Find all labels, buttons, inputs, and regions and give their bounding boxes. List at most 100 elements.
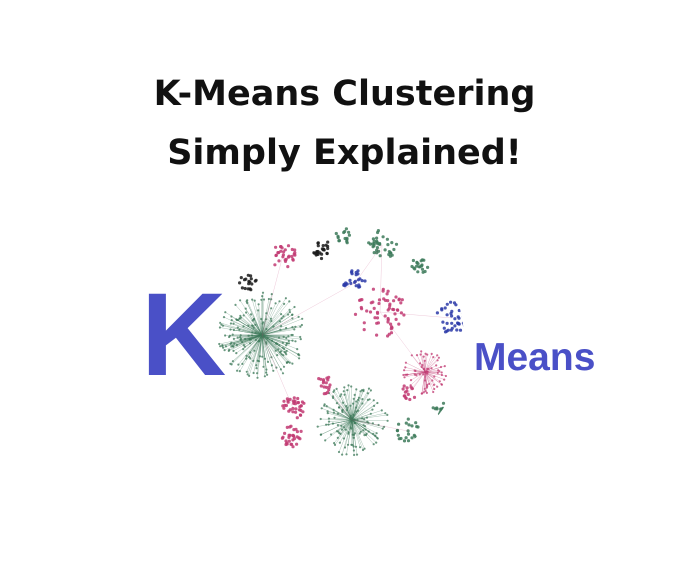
cluster-node <box>230 315 233 318</box>
cluster-edge <box>351 403 363 421</box>
cluster-node <box>397 422 401 426</box>
cluster-edge <box>261 334 281 353</box>
cluster-node <box>386 299 390 303</box>
cluster-node <box>376 229 380 233</box>
cluster-node <box>355 388 358 391</box>
cluster-edge <box>231 334 263 365</box>
cluster-edge <box>341 419 353 427</box>
cluster-node <box>265 318 268 321</box>
cluster-node <box>375 441 378 444</box>
cluster-node <box>349 417 352 420</box>
cluster-node <box>378 241 382 246</box>
cluster-edge <box>333 409 353 421</box>
cluster-node <box>389 251 393 255</box>
cluster-node <box>293 248 297 252</box>
cluster-node <box>428 382 431 385</box>
cluster-node <box>237 363 240 366</box>
cluster-node <box>278 320 282 323</box>
cluster-node <box>247 334 250 337</box>
cluster-node <box>375 432 378 435</box>
cluster-node <box>241 362 244 365</box>
cluster-node <box>239 299 242 302</box>
cluster-edge <box>351 414 388 421</box>
cluster-edge <box>261 308 272 336</box>
cluster-node <box>346 408 349 412</box>
cluster-node <box>444 374 447 378</box>
cluster-node <box>299 429 303 433</box>
cluster-link <box>324 384 353 421</box>
cluster-edge <box>261 334 277 368</box>
cluster-edge <box>261 303 276 336</box>
cluster-node <box>386 318 390 322</box>
cluster-node <box>367 430 370 433</box>
cluster-node <box>374 435 377 438</box>
cluster-node <box>337 406 341 409</box>
cluster-node <box>218 342 221 346</box>
cluster-node <box>372 239 376 243</box>
cluster-edge <box>253 327 263 336</box>
cluster-node <box>251 319 254 322</box>
cluster-node <box>285 361 289 364</box>
cluster-edge <box>351 417 363 421</box>
cluster-node <box>278 344 281 347</box>
cluster-node <box>465 319 468 322</box>
title-line-2: Simply Explained! <box>167 133 522 173</box>
cluster-node <box>353 418 356 421</box>
cluster-node <box>230 345 233 348</box>
cluster-node <box>335 430 339 433</box>
cluster-edge <box>258 334 263 342</box>
cluster-node <box>353 279 357 283</box>
cluster-edge <box>261 334 284 338</box>
cluster-node <box>245 370 248 373</box>
cluster-edge <box>351 393 369 421</box>
cluster-edge <box>261 334 277 344</box>
cluster-node <box>240 286 244 290</box>
cluster-edge <box>248 325 263 336</box>
cluster-edge <box>261 334 293 341</box>
cluster-edge <box>421 371 426 394</box>
cluster-edge <box>333 390 353 421</box>
cluster-node <box>358 277 362 281</box>
cluster-edge <box>351 419 378 439</box>
cluster-node <box>426 353 429 356</box>
cluster-node <box>249 277 253 281</box>
cluster-node <box>282 406 286 410</box>
cluster-edge <box>235 304 263 336</box>
cluster-node <box>235 318 238 321</box>
cluster-edge <box>229 334 263 336</box>
cluster-edge <box>261 334 285 350</box>
cluster-edge <box>326 419 353 425</box>
cluster-node <box>385 292 389 296</box>
cluster-edge <box>424 371 446 377</box>
cluster-node <box>354 422 357 425</box>
cluster-node <box>341 401 345 404</box>
cluster-node <box>221 344 224 347</box>
cluster-node <box>386 243 390 247</box>
cluster-node <box>362 328 366 332</box>
cluster-node <box>420 267 425 271</box>
cluster-node <box>332 411 335 414</box>
cluster-node <box>252 317 256 320</box>
cluster-node <box>235 352 238 355</box>
cluster-edge <box>261 329 295 336</box>
cluster-node <box>299 404 303 408</box>
cluster-node <box>262 365 265 368</box>
cluster-edge <box>351 388 370 421</box>
cluster-node <box>277 251 281 255</box>
cluster-node <box>345 404 348 408</box>
cluster-node <box>233 342 236 345</box>
cluster-node <box>450 314 454 318</box>
cluster-node <box>404 361 407 364</box>
cluster-node <box>222 316 226 319</box>
cluster-node <box>377 301 381 306</box>
cluster-node <box>347 233 351 237</box>
cluster-node <box>368 398 371 401</box>
cluster-node <box>295 442 299 446</box>
cluster-node <box>441 401 446 405</box>
cluster-node <box>232 328 235 332</box>
cluster-node <box>397 322 401 326</box>
cluster-node <box>343 446 347 449</box>
cluster-node <box>423 269 427 274</box>
cluster-node <box>353 432 356 435</box>
